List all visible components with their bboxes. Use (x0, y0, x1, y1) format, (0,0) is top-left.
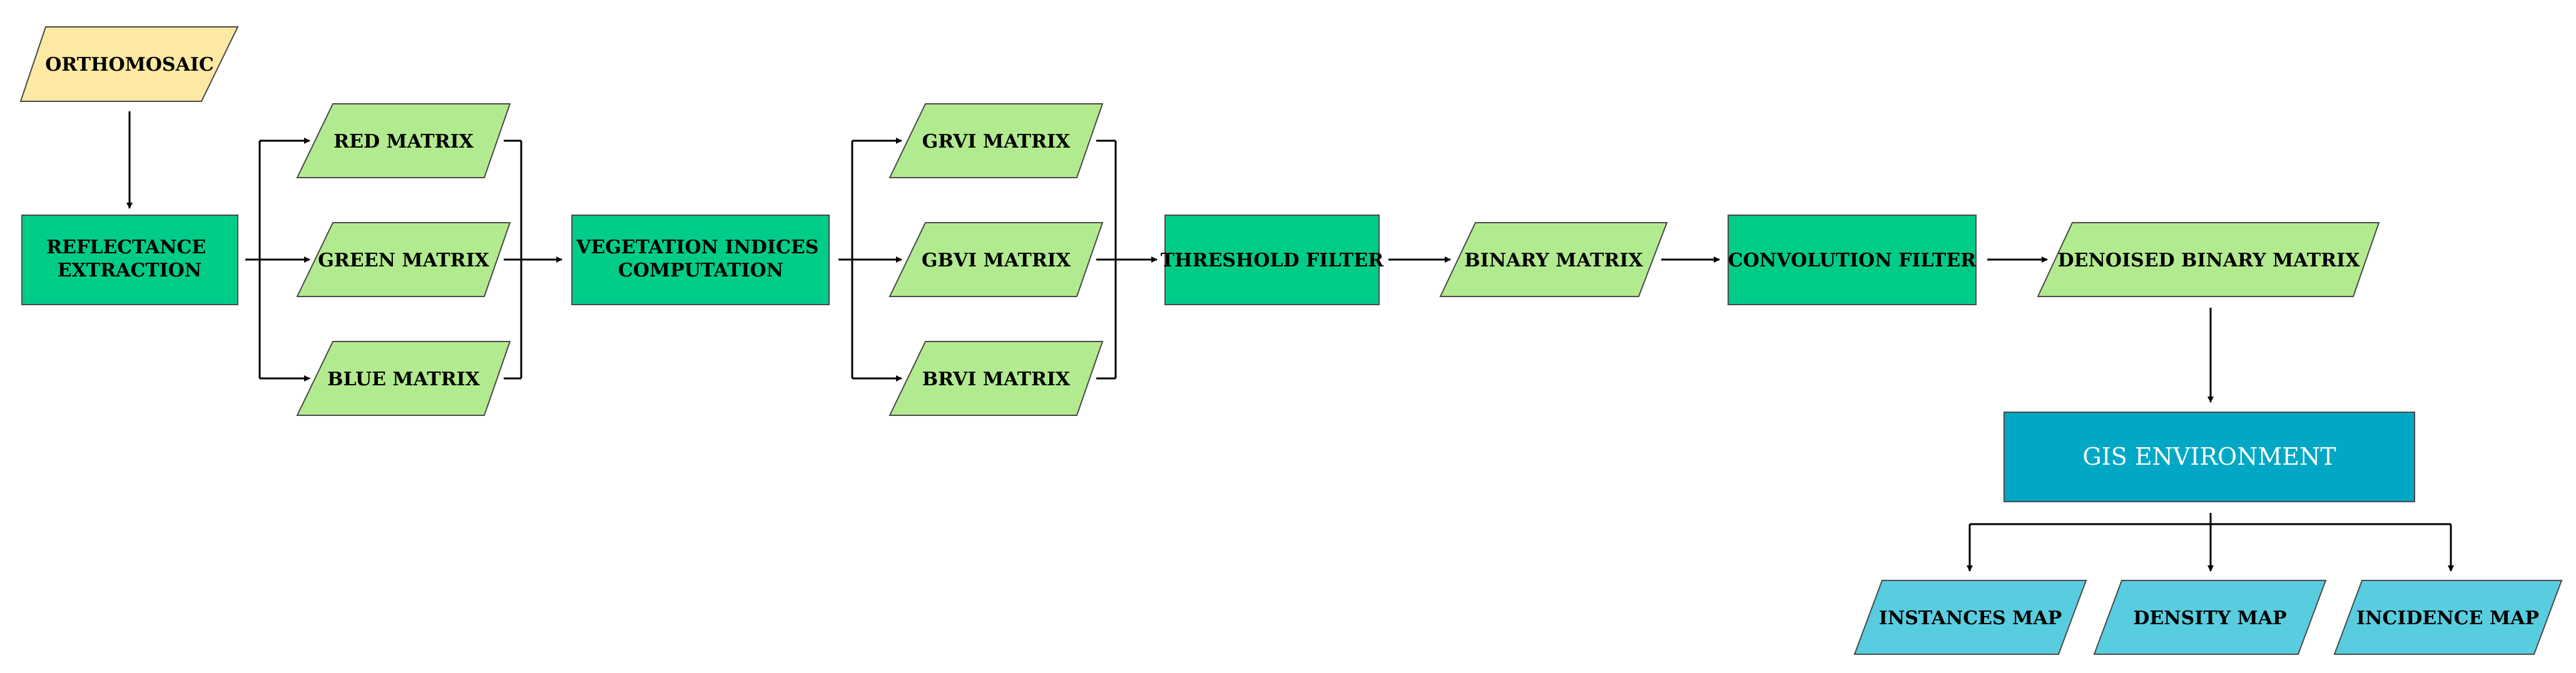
gis-environment-label: GIS ENVIRONMENT (2082, 443, 2336, 470)
convolution-filter-node: CONVOLUTION FILTER (1728, 215, 1977, 305)
connectors (126, 111, 2454, 572)
reflectance-extraction-node: REFLECTANCE EXTRACTION (21, 215, 238, 305)
reflectance-extraction-label: REFLECTANCE EXTRACTION (46, 236, 213, 281)
gis-environment-shape (2003, 412, 2415, 502)
density-map-node: DENSITY MAP (2093, 580, 2327, 655)
incidence-map-node: INCIDENCE MAP (2333, 580, 2563, 655)
gbvi-matrix-shape (888, 222, 1104, 297)
threshold-filter-node: THRESHOLD FILTER (1161, 215, 1384, 305)
incidence-map-label: INCIDENCE MAP (2356, 607, 2539, 629)
binary-matrix-shape (1439, 222, 1668, 297)
blue-matrix-label: BLUE MATRIX (327, 368, 480, 390)
threshold-filter-label: THRESHOLD FILTER (1161, 250, 1384, 271)
gbvi-matrix-node: GBVI MATRIX (888, 222, 1104, 297)
denoised-binary-matrix-node: DENOISED BINARY MATRIX (2037, 222, 2380, 297)
denoised-binary-matrix-label: DENOISED BINARY MATRIX (2058, 250, 2361, 271)
instances-map-label: INSTANCES MAP (1879, 607, 2062, 629)
red-matrix-node: RED MATRIX (296, 103, 511, 178)
vegetation-indices-label: VEGETATION INDICES COMPUTATION (576, 236, 825, 281)
vegetation-indices-shape (571, 215, 830, 305)
orthomosaic-shape (19, 26, 239, 102)
gbvi-matrix-label: GBVI MATRIX (922, 250, 1071, 271)
reflectance-extraction-line-2: EXTRACTION (58, 260, 201, 281)
binary-matrix-node: BINARY MATRIX (1439, 222, 1668, 297)
instances-map-node: INSTANCES MAP (1853, 580, 2087, 655)
orthomosaic-label: ORTHOMOSAIC (45, 54, 214, 76)
brvi-matrix-node: BRVI MATRIX (888, 341, 1104, 416)
convolution-filter-shape (1728, 215, 1977, 305)
red-matrix-label: RED MATRIX (333, 131, 474, 153)
red-matrix-shape (296, 103, 511, 178)
blue-matrix-shape (296, 341, 511, 416)
density-map-label: DENSITY MAP (2133, 607, 2286, 629)
threshold-filter-shape (1164, 215, 1380, 305)
vegetation-indices-node: VEGETATION INDICES COMPUTATION (571, 215, 830, 305)
grvi-matrix-shape (888, 103, 1104, 178)
vegetation-indices-line-1: VEGETATION INDICES (576, 236, 818, 258)
grvi-matrix-label: GRVI MATRIX (922, 131, 1071, 153)
binary-matrix-label: BINARY MATRIX (1464, 250, 1643, 271)
vegetation-indices-line-2: COMPUTATION (618, 260, 783, 281)
brvi-matrix-label: BRVI MATRIX (922, 368, 1071, 390)
grvi-matrix-node: GRVI MATRIX (888, 103, 1104, 178)
incidence-map-shape (2333, 580, 2563, 655)
blue-matrix-node: BLUE MATRIX (296, 341, 511, 416)
gis-environment-node: GIS ENVIRONMENT (2003, 412, 2415, 502)
brvi-matrix-shape (888, 341, 1104, 416)
denoised-binary-matrix-shape (2037, 222, 2380, 297)
convolution-filter-label: CONVOLUTION FILTER (1728, 250, 1977, 271)
instances-map-shape (1853, 580, 2087, 655)
density-map-shape (2093, 580, 2327, 655)
green-matrix-node: GREEN MATRIX (296, 222, 511, 297)
reflectance-extraction-shape (21, 215, 238, 305)
green-matrix-label: GREEN MATRIX (318, 250, 489, 271)
reflectance-extraction-line-1: REFLECTANCE (46, 236, 206, 258)
green-matrix-shape (296, 222, 511, 297)
orthomosaic-node: ORTHOMOSAIC (19, 26, 239, 102)
